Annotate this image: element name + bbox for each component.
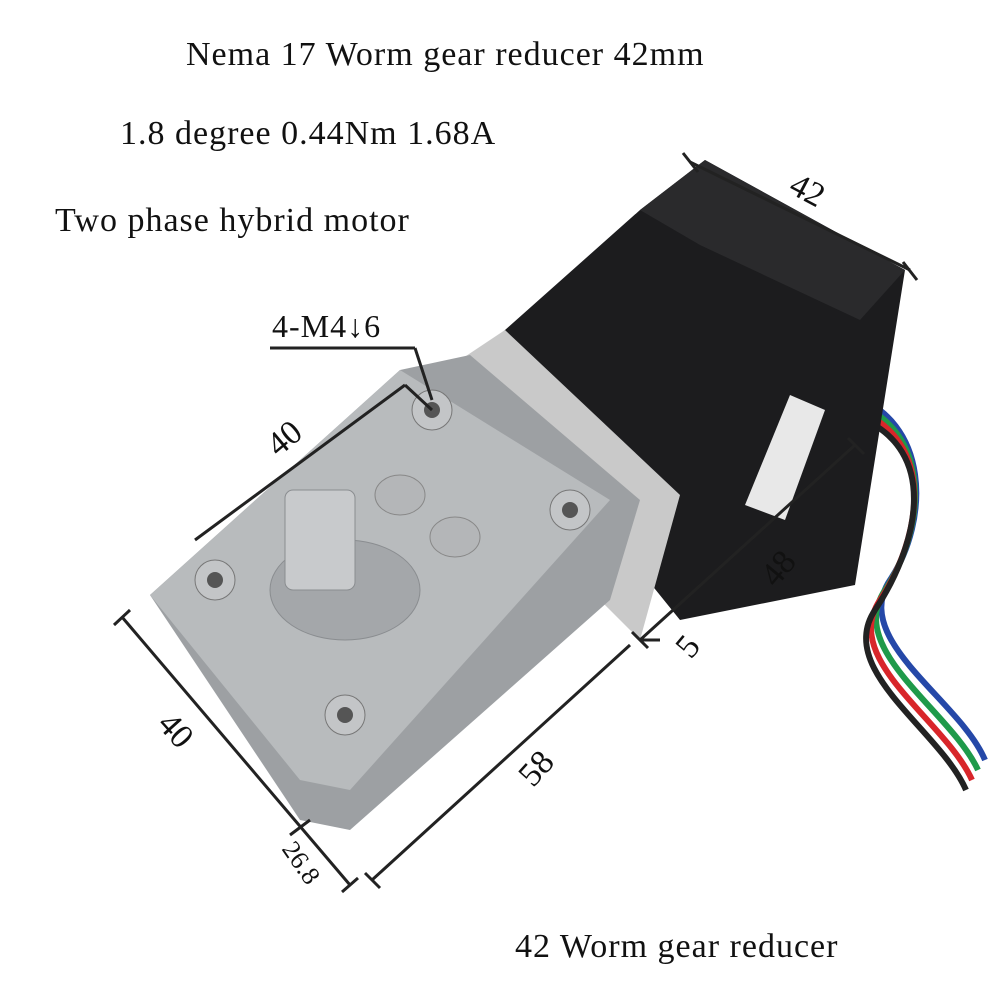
motor-type: Two phase hybrid motor: [55, 202, 410, 239]
product-title: Nema 17 Worm gear reducer 42mm: [186, 36, 705, 73]
dimension-lines: [112, 152, 919, 894]
output-shaft: [284, 489, 356, 591]
footer-caption: 42 Worm gear reducer: [515, 928, 839, 965]
hole-callout: 4-M4↓6: [272, 308, 382, 344]
motor-label: [745, 395, 825, 520]
spec-line: 1.8 degree 0.44Nm 1.68A: [120, 115, 497, 152]
motor-wires: [849, 392, 988, 792]
